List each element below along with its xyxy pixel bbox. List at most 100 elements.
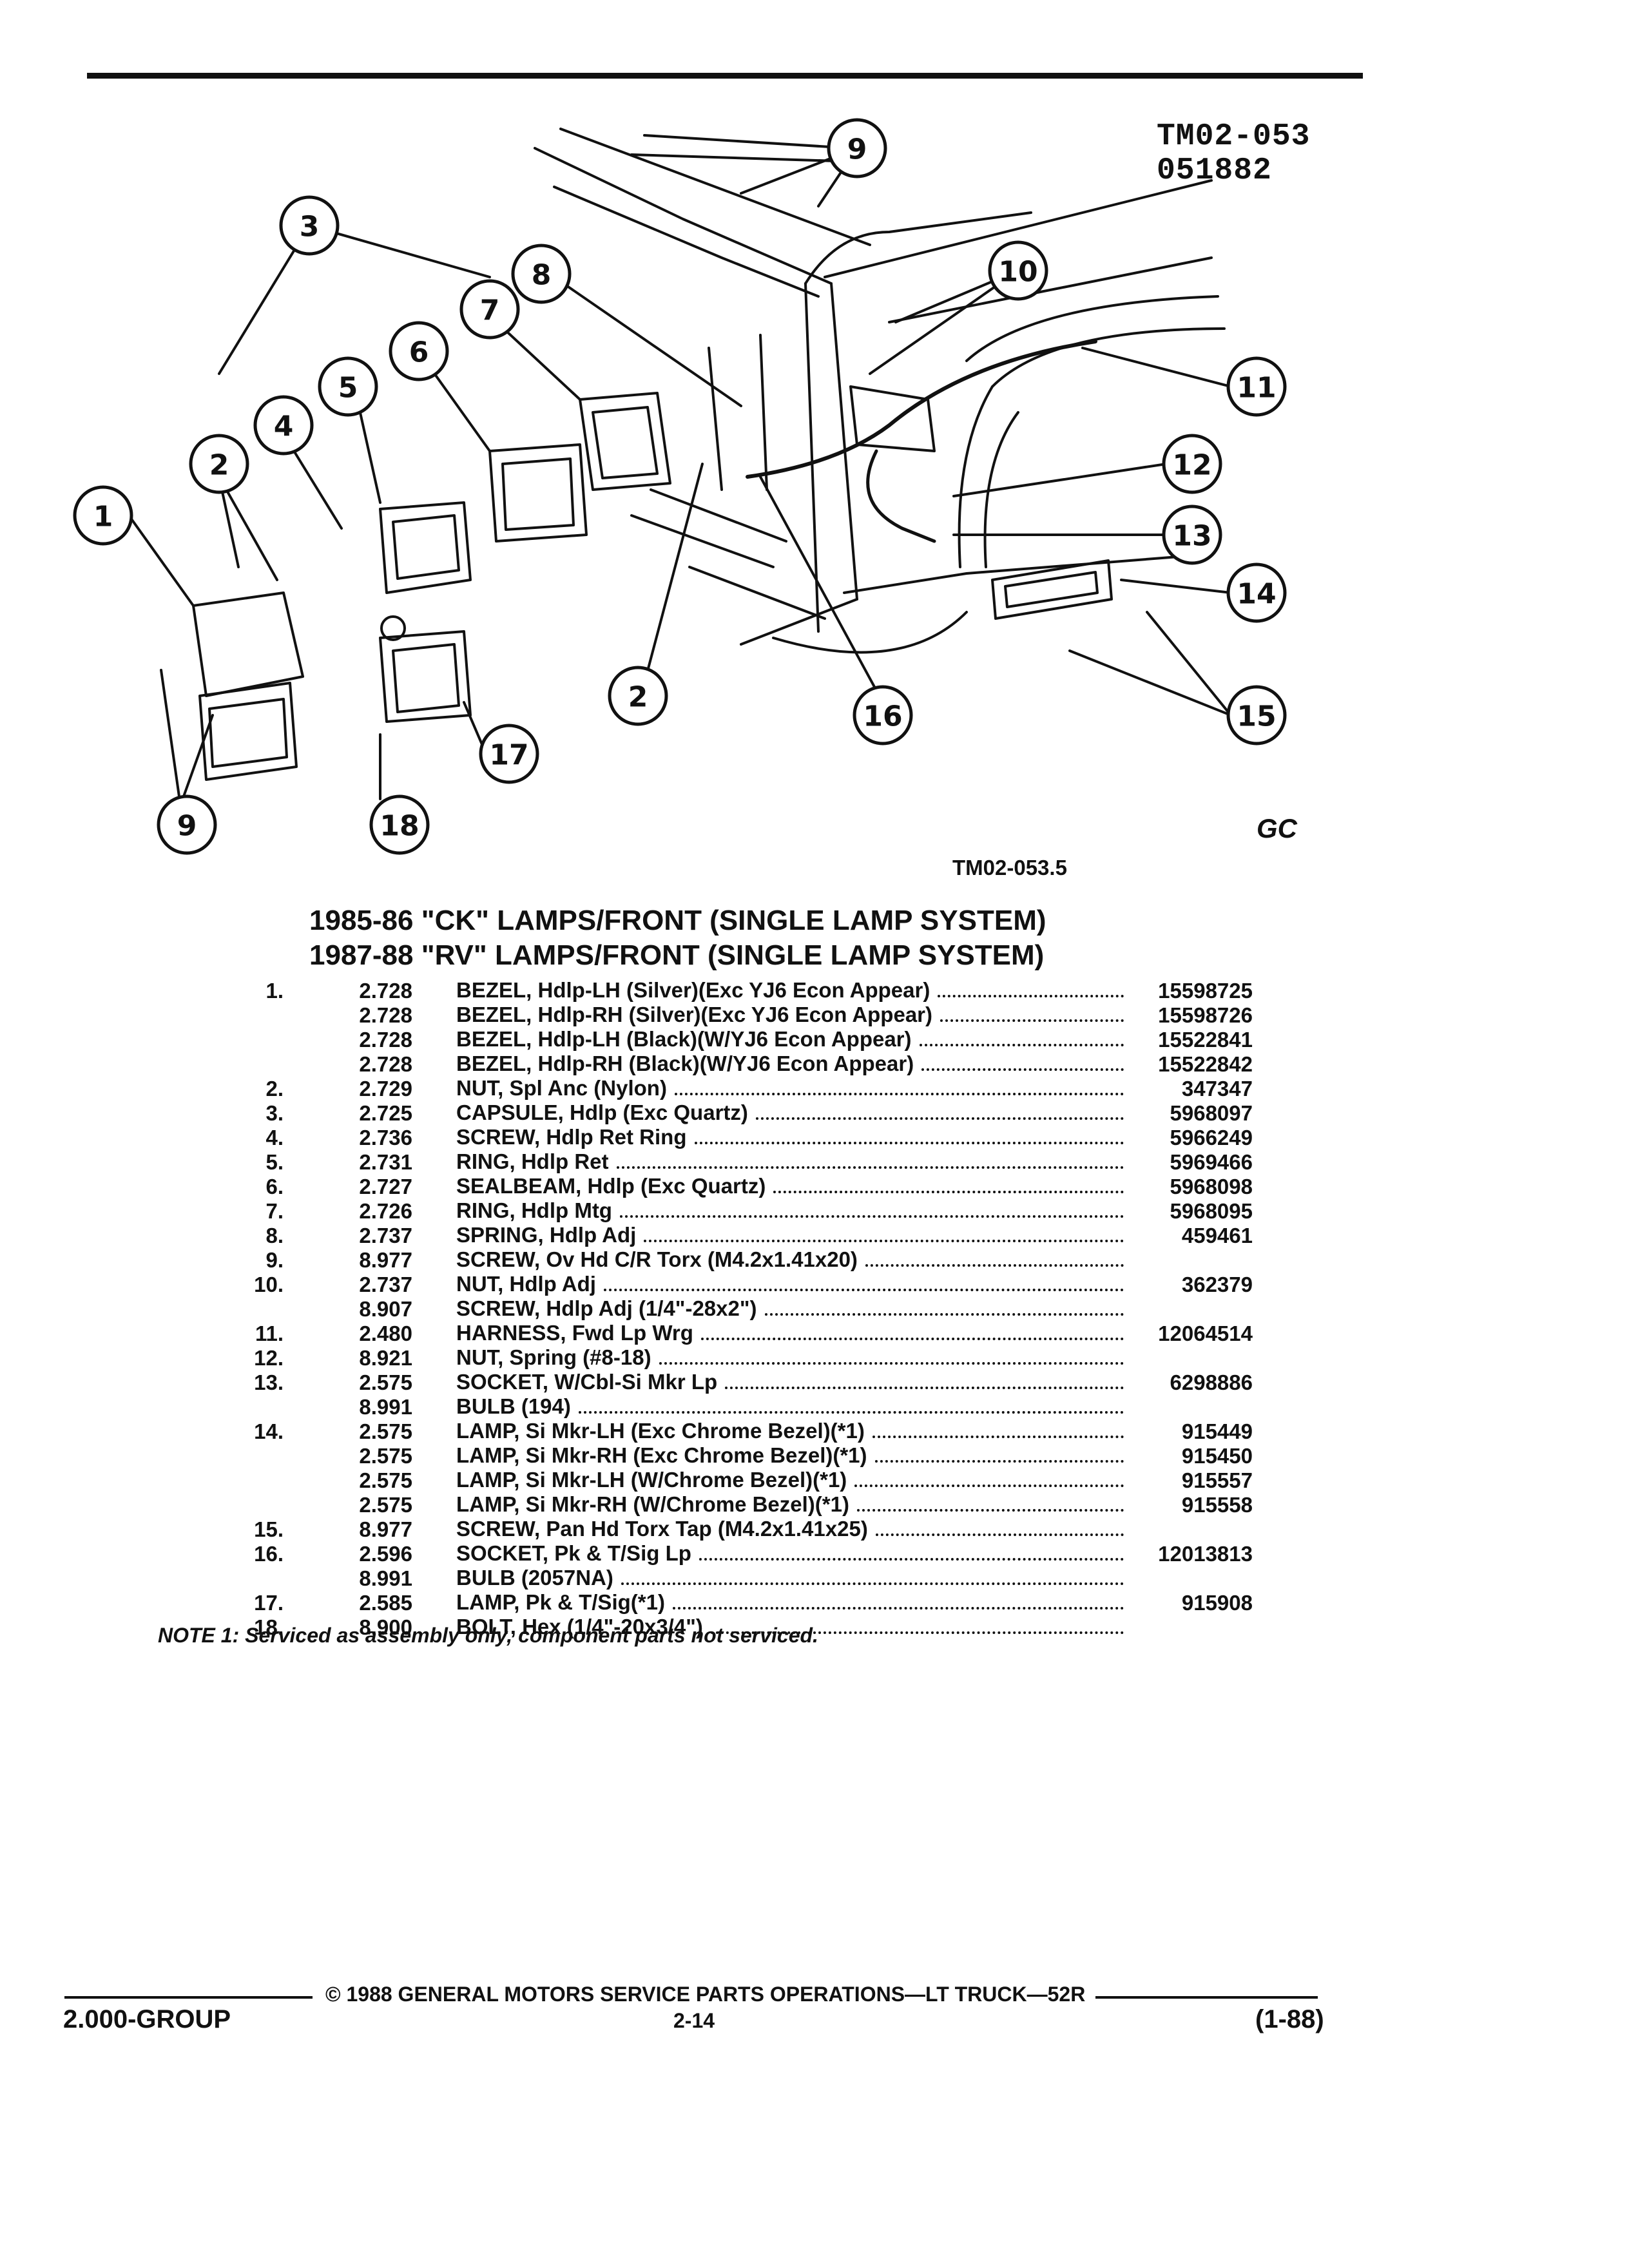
callout-7-circle	[459, 279, 520, 340]
item-number: 7.	[265, 1198, 284, 1223]
item-number	[174, 1052, 284, 1076]
callout-7-label: 7	[480, 294, 500, 327]
part-detail: Si Mkr-RH (Exc Chrome Bezel)(*1)	[525, 1443, 867, 1467]
part-detail: Hdlp Adj	[509, 1272, 596, 1296]
group-number: 2.728	[359, 1003, 412, 1027]
part-name-text: RING, Hdlp Ret	[456, 1149, 617, 1173]
part-description: CAPSULE, Hdlp (Exc Quartz)	[456, 1100, 1124, 1125]
part-name-text: SEALBEAM, Hdlp (Exc Quartz)	[456, 1174, 773, 1198]
group-number: 8.900	[359, 1615, 412, 1639]
service-note: NOTE 1: Serviced as assembly only, compo…	[158, 1624, 818, 1647]
footer-rule-left	[64, 1996, 313, 1999]
part-description: BEZEL, Hdlp-RH (Black)(W/YJ6 Econ Appear…	[456, 1052, 1124, 1076]
leader-dots	[674, 1093, 1124, 1095]
item-number	[174, 1394, 284, 1419]
part-detail: Pan Hd Torx Tap (M4.2x1.41x25)	[546, 1517, 868, 1541]
leader-dots	[659, 1362, 1124, 1365]
mounting-ring-shape	[579, 392, 671, 491]
figure-date-code: 051882	[1157, 153, 1272, 188]
part-name-text: LAMP, Pk & T/Sig(*1)	[456, 1590, 673, 1614]
footer-copyright: © 1988 GENERAL MOTORS SERVICE PARTS OPER…	[325, 1983, 1086, 2006]
group-number: 2.737	[359, 1223, 412, 1247]
part-number	[1124, 1394, 1253, 1419]
part-description: LAMP, Si Mkr-LH (W/Chrome Bezel)(*1)	[456, 1468, 1124, 1492]
group-number: 2.728	[359, 978, 412, 1003]
part-description: LAMP, Si Mkr-LH (Exc Chrome Bezel)(*1)	[456, 1419, 1124, 1443]
part-number: 15522841	[1158, 1027, 1253, 1052]
callout-10-circle	[988, 240, 1048, 301]
top-rule	[87, 73, 1363, 79]
part-description: SOCKET, W/Cbl-Si Mkr Lp	[456, 1370, 1124, 1394]
part-number: 5968097	[1170, 1100, 1253, 1125]
part-number: 6298886	[1170, 1370, 1253, 1394]
group-number: 2.727	[359, 1174, 412, 1198]
revision-date: (1-88)	[1255, 2005, 1324, 2033]
group-number: 2.575	[359, 1468, 412, 1492]
group-number: 2.728	[359, 1027, 412, 1052]
item-number: 10.	[254, 1272, 284, 1296]
part-number: 12064514	[1158, 1321, 1253, 1345]
callout-10-label: 10	[998, 256, 1037, 289]
part-name-text: SCREW, Hdlp Ret Ring	[456, 1125, 695, 1149]
part-name: SOCKET,	[456, 1370, 549, 1394]
part-detail: Spl Anc (Nylon)	[509, 1076, 667, 1100]
part-name-text: BEZEL, Hdlp-LH (Black)(W/YJ6 Econ Appear…	[456, 1027, 920, 1051]
section-headings: 1985-86 "CK" LAMPS/FRONT (SINGLE LAMP SY…	[309, 903, 1211, 973]
callout-15-label: 15	[1237, 700, 1276, 733]
item-number	[174, 1443, 284, 1468]
part-description: HARNESS, Fwd Lp Wrg	[456, 1321, 1124, 1345]
item-number: 1.	[265, 978, 284, 1003]
callout-1-label: 1	[93, 501, 113, 533]
part-name-text: BEZEL, Hdlp-RH (Black)(W/YJ6 Econ Appear…	[456, 1052, 921, 1075]
leader-dots	[872, 1436, 1124, 1438]
callout-4-label: 4	[274, 410, 294, 443]
callout-4-circle	[253, 395, 314, 456]
group-number: 2.585	[359, 1590, 412, 1615]
part-description: BULB (2057NA)	[456, 1566, 1124, 1590]
sealbeam-shape	[488, 443, 588, 543]
part-name-text: NUT, Spl Anc (Nylon)	[456, 1076, 675, 1100]
group-number: 2.731	[359, 1149, 412, 1174]
part-number: 15598726	[1158, 1003, 1253, 1027]
part-detail: Hdlp Adj	[549, 1223, 637, 1247]
part-name: SCREW,	[456, 1247, 541, 1271]
part-number	[1124, 1345, 1253, 1370]
callout-8-circle	[511, 244, 572, 304]
part-detail: Hex (1/4"-20x3/4")	[522, 1615, 703, 1639]
part-description: BEZEL, Hdlp-LH (Black)(W/YJ6 Econ Appear…	[456, 1027, 1124, 1052]
leader-dots	[764, 1313, 1124, 1316]
table-row: 2.728 BEZEL, Hdlp-LH (Black)(W/YJ6 Econ A…	[174, 1027, 1253, 1052]
part-detail: Hdlp-LH (Black)(W/YJ6 Econ Appear)	[537, 1027, 912, 1051]
callout-9-circle-bottom	[157, 794, 217, 855]
footer-rule-right	[1095, 1996, 1318, 1999]
group-number: 2.596	[359, 1541, 412, 1566]
part-number	[1124, 1247, 1253, 1272]
group-number: 2.725	[359, 1100, 412, 1125]
truck-body-illustration	[534, 128, 1226, 654]
part-description: RING, Hdlp Ret	[456, 1149, 1124, 1174]
leader-dots	[619, 1215, 1124, 1218]
part-description: SOCKET, Pk & T/Sig Lp	[456, 1541, 1124, 1566]
group-number: 2.480	[359, 1321, 412, 1345]
part-detail: Hdlp (Exc Quartz)	[587, 1174, 766, 1198]
part-name: BULB	[456, 1566, 516, 1590]
part-name: BEZEL,	[456, 1003, 532, 1026]
callout-18-circle	[369, 794, 430, 855]
part-description: RING, Hdlp Mtg	[456, 1198, 1124, 1223]
item-number: 5.	[265, 1149, 284, 1174]
part-name-text: HARNESS, Fwd Lp Wrg	[456, 1321, 701, 1345]
leader-dots	[938, 995, 1124, 997]
part-name-text: BULB (194)	[456, 1394, 579, 1418]
leader-dots	[694, 1142, 1124, 1144]
leader-dots	[725, 1387, 1124, 1389]
callout-9-label-top: 9	[847, 133, 867, 166]
part-name: NUT,	[456, 1076, 504, 1100]
leader-dots	[616, 1166, 1124, 1169]
part-detail: Hdlp-RH (Silver)(Exc YJ6 Econ Appear)	[537, 1003, 932, 1026]
